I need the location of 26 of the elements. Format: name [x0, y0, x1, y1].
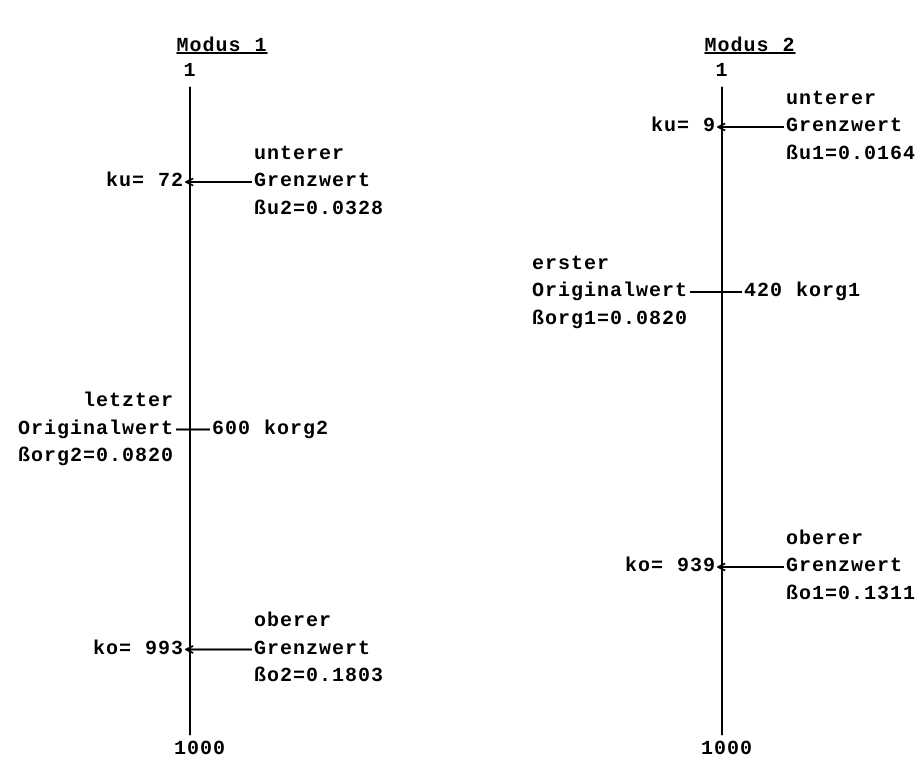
annotation-text: letzter Originalwert ßorg2=0.0820 — [18, 388, 174, 471]
annotation-text: oberer Grenzwert ßo1=0.1311 — [786, 526, 916, 608]
connector-line — [721, 86, 723, 736]
axis-value: 1 — [716, 58, 728, 86]
axis-value: 1000 — [701, 736, 753, 762]
arrow — [717, 122, 784, 132]
axis-value: ku= 72 — [106, 168, 184, 196]
arrow — [185, 645, 252, 654]
annotation-text: erster Originalwert ßorg1=0.0820 — [532, 250, 688, 334]
column-heading: Modus 2 — [704, 34, 796, 60]
axis-value: 600 korg2 — [212, 416, 330, 444]
axis-value: 420 korg1 — [744, 278, 862, 306]
axis-value: ko= 939 — [624, 553, 716, 581]
connector-line — [176, 428, 210, 430]
annotation-text: unterer Grenzwert ßu1=0.0164 — [786, 86, 916, 168]
connector-line — [690, 291, 742, 293]
connector-line — [189, 86, 191, 736]
arrow — [185, 178, 252, 186]
column-heading: Modus 1 — [176, 34, 268, 60]
axis-value: ko= 993 — [92, 636, 184, 664]
axis-value: 1 — [184, 58, 196, 86]
annotation-text: unterer Grenzwert ßu2=0.0328 — [254, 140, 384, 224]
axis-value: ku= 9 — [650, 113, 716, 141]
annotation-text: oberer Grenzwert ßo2=0.1803 — [254, 608, 384, 691]
axis-value: 1000 — [174, 736, 226, 762]
arrow — [717, 562, 784, 572]
